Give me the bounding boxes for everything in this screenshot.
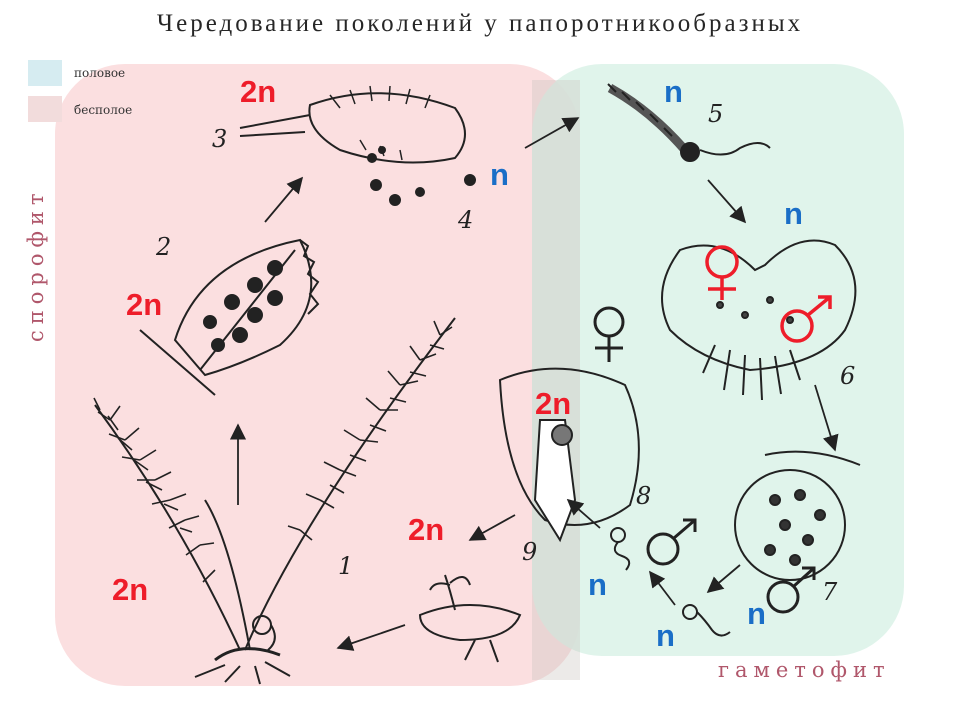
legend-label-asexual: бесполое <box>74 103 133 117</box>
legend-swatch-sexual <box>28 60 62 86</box>
overlap-band <box>532 80 580 680</box>
female-symbol-2 <box>593 306 625 362</box>
ploidy-label: n <box>490 157 509 192</box>
legend-label-sexual: половое <box>74 66 126 80</box>
cycle-arrows <box>229 117 839 651</box>
germinating-spore-illustration <box>607 83 771 162</box>
ploidy-label: n <box>784 196 803 231</box>
female-symbol-1 <box>705 245 739 300</box>
sporangium-illustration <box>239 85 476 206</box>
sporophyte-label: спорофит <box>24 187 48 342</box>
fern-sporophyte-illustration <box>93 317 456 685</box>
stage-number: 4 <box>458 206 474 234</box>
male-symbol-1 <box>780 295 832 343</box>
ploidy-label: n <box>588 567 607 602</box>
ploidy-label: 2n <box>408 512 445 547</box>
ploidy-label: n <box>664 74 683 109</box>
stage-number: 2 <box>156 233 172 261</box>
male-symbol-2 <box>646 518 697 566</box>
stage-number: 1 <box>338 552 354 580</box>
leaf-with-sori-illustration <box>139 238 320 396</box>
sperm-cells-illustration <box>610 527 731 637</box>
archegonium-illustration <box>498 367 640 543</box>
ploidy-label: 2n <box>535 386 572 421</box>
male-symbol-3 <box>766 566 816 614</box>
stage-number: 5 <box>708 100 724 128</box>
prothallus-illustration <box>661 239 857 401</box>
stage-number: 8 <box>636 482 652 510</box>
ploidy-label: n <box>747 596 766 631</box>
diagram-title: Чередование поколений у папоротникообраз… <box>156 10 804 37</box>
legend-swatch-asexual <box>28 96 62 122</box>
young-sporophyte-illustration <box>418 574 522 663</box>
ploidy-label: 2n <box>112 572 149 607</box>
gametophyte-label: гаметофит <box>718 658 891 682</box>
stage-number: 9 <box>522 538 538 566</box>
ploidy-label: 2n <box>240 74 277 109</box>
stage-number: 6 <box>840 362 856 390</box>
antheridium-illustration <box>734 450 861 581</box>
ploidy-label: n <box>656 618 675 653</box>
ploidy-label: 2n <box>126 287 163 322</box>
stage-number: 7 <box>822 578 838 606</box>
stage-number: 3 <box>212 125 228 153</box>
